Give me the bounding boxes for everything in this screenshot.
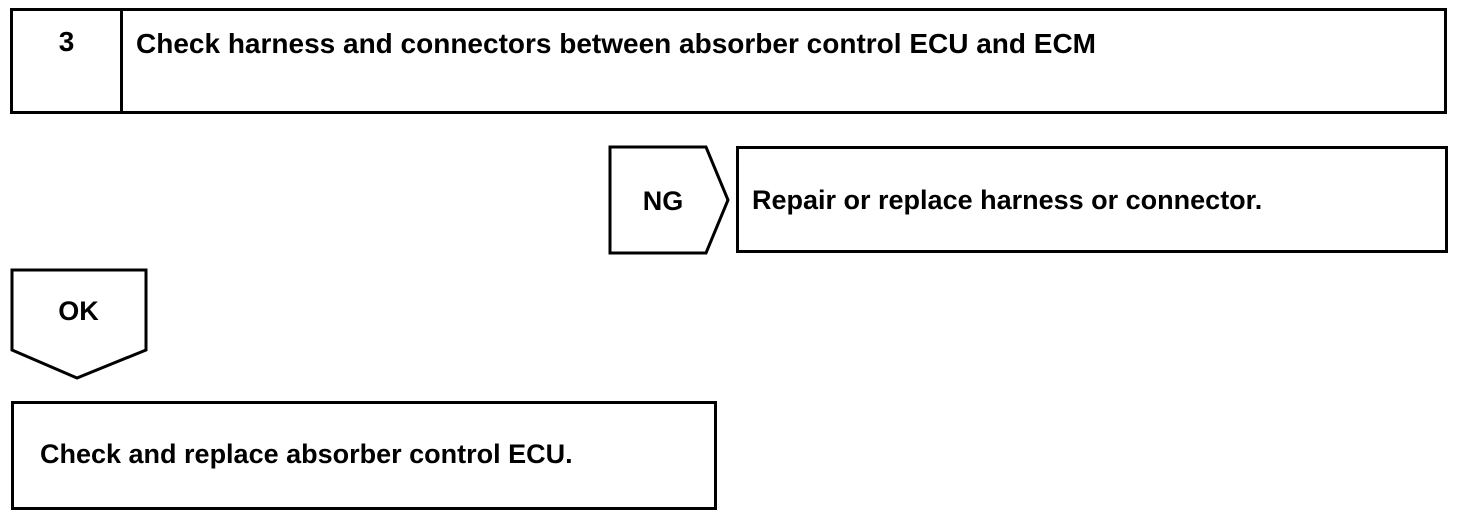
step-number-divider xyxy=(120,8,123,114)
ng-result-box xyxy=(736,146,1448,253)
ng-result-text: Repair or replace harness or connector. xyxy=(752,185,1263,215)
ok-result-text: Check and replace absorber control ECU. xyxy=(40,439,573,469)
ng-arrow-tag xyxy=(608,145,730,255)
ok-label: OK xyxy=(58,296,99,326)
step-title: Check harness and connectors between abs… xyxy=(136,28,1096,59)
ok-result-box xyxy=(11,401,717,510)
ng-label: NG xyxy=(642,186,684,216)
step-header-box xyxy=(10,8,1447,114)
step-number: 3 xyxy=(58,26,75,57)
ok-arrow-tag xyxy=(10,268,148,380)
